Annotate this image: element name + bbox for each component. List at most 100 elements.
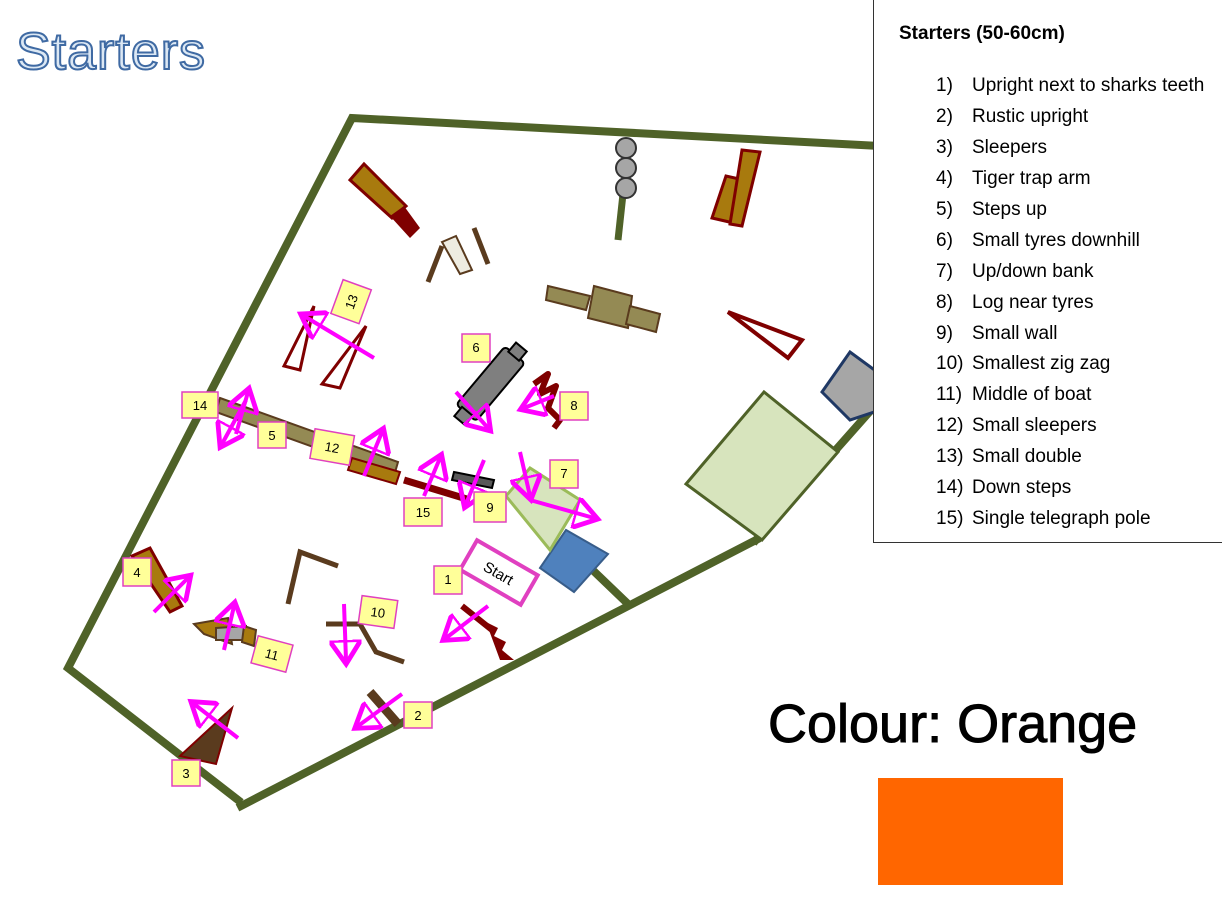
svg-text:1: 1 [444,572,451,587]
legend-title: Starters (50-60cm) [899,23,1065,44]
zigzag-10 [285,548,339,605]
legend-item-number: 8) [936,291,953,313]
legend-item-number: 2) [936,106,953,128]
legend-item-number: 4) [936,168,953,190]
tag-13: 13 [329,278,373,325]
legend-item: 12) Small sleepers [936,411,1204,442]
triangle-right [726,310,806,361]
legend-item-label: Small wall [972,322,1058,344]
svg-text:2: 2 [414,708,421,723]
brown-obstacle-top-left [390,206,420,238]
gold-obstacle-top-left [347,161,409,220]
tag-12: 12 [309,427,356,467]
blue-block [538,528,610,594]
log-khaki [544,284,662,334]
legend-item-label: Small sleepers [972,415,1097,437]
legend-item-number: 10) [936,353,964,375]
fence-number-tags: 1 2 3 4 5 6 7 8 9 10 11 12 13 14 15 [122,278,589,787]
legend-item-label: Down steps [972,477,1072,499]
legend-item-number: 5) [936,199,953,220]
legend-item: 13) Small double [936,442,1204,473]
tag-9: 9 [473,491,507,523]
legend-item-label: Single telegraph pole [972,507,1151,529]
legend-item: 3) Sleepers [936,133,1204,164]
rail [425,245,445,283]
svg-text:7: 7 [560,466,567,481]
start-box: Start [457,537,541,608]
legend-item: 8) Log near tyres [936,287,1204,318]
svg-text:10: 10 [370,604,386,621]
legend-item-number: 9) [936,322,953,344]
legend-item-number: 14) [936,477,964,499]
legend-item-number: 15) [936,507,964,529]
sleepers-3 [177,704,234,766]
double-right [319,325,368,390]
svg-text:12: 12 [324,439,341,456]
legend-item-label: Log near tyres [972,291,1094,313]
legend-item-number: 3) [936,137,953,159]
svg-text:11: 11 [263,645,280,663]
gold-post [728,148,762,228]
legend-panel: Starters (50-60cm) 1) Upright next to sha… [873,0,1222,543]
upright-1 [460,603,494,633]
legend-item: 11) Middle of boat [936,380,1204,411]
legend-item: 9) Small wall [936,318,1204,349]
route-arrows [152,316,594,740]
svg-text:9: 9 [486,500,493,515]
legend-item: 5) Steps up [936,195,1204,226]
svg-text:3: 3 [182,766,189,781]
svg-text:4: 4 [133,565,140,580]
tag-1: 1 [433,565,463,595]
colour-label: Colour: Orange [767,694,1138,755]
legend-item-number: 1) [936,75,953,97]
colour-swatch [878,778,1063,885]
legend-item-label: Tiger trap arm [972,168,1091,190]
double-left [281,305,316,372]
tag-4: 4 [122,557,152,587]
sleeper-light [440,234,474,276]
legend-list: 1) Upright next to sharks teeth 2) Rustic u… [936,71,1204,534]
legend-item: 10) Smallest zig zag [936,349,1204,380]
water-complex [683,389,841,543]
legend-item: 2) Rustic upright [936,102,1204,133]
legend-item: 6) Small tyres downhill [936,225,1204,256]
legend-item: 4) Tiger trap arm [936,164,1204,195]
tag-10: 10 [357,594,399,630]
legend-item-number: 6) [936,229,953,251]
legend-item: 15) Single telegraph pole [936,503,1204,534]
legend-item-label: Small tyres downhill [972,229,1140,251]
svg-text:14: 14 [193,398,207,413]
legend-item-label: Sleepers [972,137,1047,159]
legend-item: 14) Down steps [936,473,1204,504]
svg-text:15: 15 [416,505,430,520]
tag-11: 11 [250,634,294,674]
tyres-top [614,137,637,241]
legend-item: 7)Up/down bank [936,256,1204,287]
tag-15: 15 [403,497,443,527]
tag-14: 14 [181,391,219,419]
pole-15 [402,476,472,504]
grey-block [820,349,880,422]
legend-item: 1) Upright next to sharks teeth [936,71,1204,102]
legend-item-number: 7) [936,260,953,282]
rail [471,227,491,265]
tag-6: 6 [461,333,491,363]
legend-item-number: 11) [936,384,963,406]
tag-2: 2 [403,701,433,729]
legend-item-label: Upright next to sharks teeth [972,75,1205,97]
svg-text:8: 8 [570,398,577,413]
sharks-teeth [486,622,514,660]
zigzag-10b [326,621,405,665]
legend-item-label: Steps up [972,199,1047,220]
page-title: Starters [15,22,207,82]
course-map: Start 1 2 3 4 5 [62,113,880,812]
legend-item-number: 12) [936,415,964,437]
legend-item-label: Middle of boat [972,384,1092,406]
svg-text:13: 13 [342,292,361,311]
legend-item-label: Rustic upright [972,106,1089,128]
svg-text:6: 6 [472,340,479,355]
tag-7: 7 [549,459,579,489]
legend-item-label: Small double [972,446,1082,468]
legend-item-label: Smallest zig zag [972,353,1111,375]
legend-item-number: 13) [936,446,964,468]
